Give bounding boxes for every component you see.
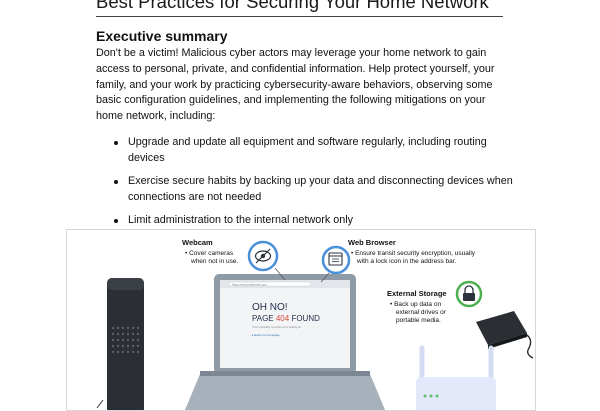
laptop-icon: https://secureddomain.gov OH NO! PAGE 40… bbox=[185, 274, 385, 410]
homepage-link: ▸ Return to homepage bbox=[252, 333, 280, 337]
smart-speaker-icon bbox=[96, 278, 144, 410]
address-bar-url: https://secureddomain.gov bbox=[232, 282, 268, 286]
storage-line-3: portable media. bbox=[396, 317, 441, 324]
list-item: Limit administration to the internal net… bbox=[113, 213, 513, 229]
webcam-line-1: • Cover cameras bbox=[185, 250, 234, 257]
title-divider bbox=[96, 16, 503, 17]
section-heading: Executive summary bbox=[96, 28, 228, 44]
document-title: Best Practices for Securing Your Home Ne… bbox=[96, 0, 489, 12]
browser-line-1: • Ensure transit security encryption, us… bbox=[351, 250, 476, 257]
browser-title: Web Browser bbox=[348, 238, 396, 247]
storage-line-1: • Back up data on bbox=[390, 301, 441, 308]
storage-line-2: external drives or bbox=[396, 309, 447, 316]
error-heading: OH NO! bbox=[252, 302, 288, 313]
browser-line-2: with a lock icon in the address bar. bbox=[356, 258, 457, 265]
error-code-line: PAGE 404 FOUND bbox=[252, 314, 320, 323]
mitigation-list: Upgrade and update all equipment and sof… bbox=[113, 135, 513, 236]
storage-title: External Storage bbox=[387, 289, 447, 298]
webcam-line-2: when not in use. bbox=[190, 258, 239, 265]
error-note: This is probably not what you're looking… bbox=[252, 325, 302, 329]
browser-icon bbox=[321, 245, 351, 275]
external-drive-icon bbox=[476, 311, 534, 359]
home-network-illustration: https://secureddomain.gov OH NO! PAGE 40… bbox=[66, 229, 536, 411]
router-icon bbox=[416, 345, 496, 410]
webcam-title: Webcam bbox=[182, 238, 213, 247]
list-item: Upgrade and update all equipment and sof… bbox=[113, 135, 513, 167]
summary-paragraph: Don't be a victim! Malicious cyber actor… bbox=[96, 47, 495, 123]
list-item: Exercise secure habits by backing up you… bbox=[113, 174, 513, 206]
webcam-icon bbox=[247, 240, 279, 272]
lock-icon bbox=[455, 280, 483, 308]
